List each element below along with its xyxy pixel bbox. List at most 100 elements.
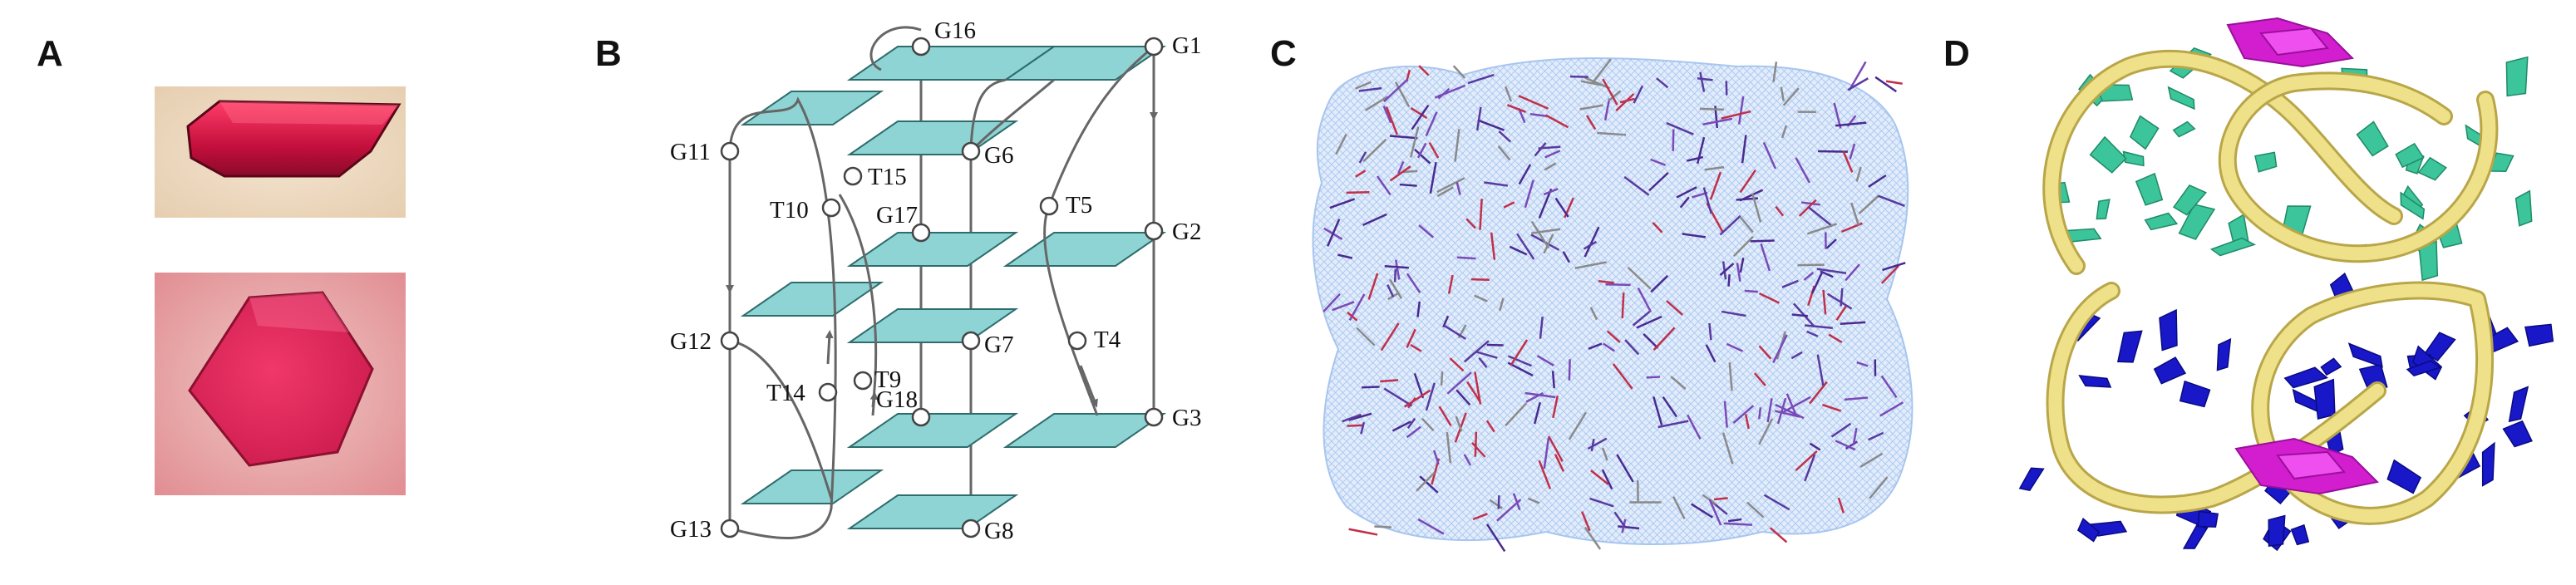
stick-bond xyxy=(1686,155,1704,162)
stick-bond xyxy=(1833,102,1842,129)
stick-bond xyxy=(1822,289,1827,315)
stick-bond xyxy=(1406,328,1416,348)
stick-bond xyxy=(1791,313,1808,317)
stick-bond xyxy=(1850,202,1860,226)
stick-bond xyxy=(1429,161,1437,194)
stick-bond xyxy=(1830,422,1852,438)
label-t5: T5 xyxy=(1066,192,1092,219)
base-block xyxy=(2406,360,2442,377)
stick-bond xyxy=(1436,177,1465,194)
stick-bond xyxy=(1463,454,1472,466)
base-block xyxy=(2178,204,2216,240)
node-g7 xyxy=(961,331,981,351)
stick-bond xyxy=(1417,518,1445,535)
stick-bond xyxy=(1524,179,1534,209)
base-block xyxy=(2254,151,2278,173)
base-block xyxy=(2514,189,2533,227)
stick-bond xyxy=(1719,214,1741,236)
stick-bond xyxy=(1383,387,1413,407)
stick-bond xyxy=(1806,223,1838,235)
stick-bond xyxy=(1355,81,1372,90)
stick-bond xyxy=(1782,87,1800,106)
stick-bond xyxy=(1619,97,1635,104)
stick-bond xyxy=(1399,183,1417,187)
stick-bond xyxy=(1518,95,1549,110)
stick-bond xyxy=(1497,495,1500,509)
stick-bond xyxy=(1440,371,1444,386)
stick-bond xyxy=(1512,493,1521,511)
base-block xyxy=(2167,86,2195,111)
stick-bond xyxy=(1389,165,1411,182)
base-block xyxy=(2283,366,2329,389)
stick-bond xyxy=(1826,292,1853,310)
bound-ligand-bottom xyxy=(2234,437,2380,495)
label-g12: G12 xyxy=(670,328,712,355)
stick-bond xyxy=(1364,96,1389,111)
node-t15 xyxy=(843,166,863,186)
stick-bond xyxy=(1601,447,1608,461)
stick-bond xyxy=(1455,415,1463,432)
stick-bond xyxy=(1633,85,1644,104)
label-t15: T15 xyxy=(868,164,907,190)
stick-bond xyxy=(1877,194,1905,207)
base-block xyxy=(2197,510,2219,528)
loop-g16 xyxy=(869,26,922,71)
loop-t5 xyxy=(1043,45,1155,416)
node-g17 xyxy=(911,223,931,243)
stick-bond xyxy=(1579,104,1603,111)
stick-bond xyxy=(1490,232,1496,260)
stick-bond xyxy=(1337,253,1353,259)
stick-bond xyxy=(1679,196,1690,209)
loop-t15-link xyxy=(969,78,1007,152)
stick-bond xyxy=(1856,361,1869,367)
stick-bond xyxy=(1882,262,1906,272)
stick-bond xyxy=(1485,420,1495,433)
base-block xyxy=(2347,342,2383,368)
stick-bond xyxy=(1544,150,1561,159)
node-t4 xyxy=(1067,331,1087,351)
stick-bond xyxy=(1795,450,1818,472)
stick-bond xyxy=(1590,469,1609,485)
label-g2: G2 xyxy=(1172,219,1201,245)
nucleotide-stick-models xyxy=(1322,58,1906,553)
stick-bond xyxy=(1727,274,1731,287)
stick-bond xyxy=(1585,115,1597,130)
stick-bond xyxy=(1374,525,1392,528)
stick-bond xyxy=(1662,396,1678,418)
stick-bond xyxy=(1322,292,1341,312)
stick-bond xyxy=(1393,268,1397,283)
stick-bond xyxy=(1551,371,1555,389)
stick-bond xyxy=(1503,201,1515,209)
stick-bond xyxy=(1648,171,1669,192)
stick-bond xyxy=(1391,420,1411,432)
node-g3 xyxy=(1144,407,1164,427)
stick-bond xyxy=(1362,386,1380,389)
stick-bond xyxy=(1598,280,1614,284)
stick-bond xyxy=(1362,213,1387,226)
stick-bond xyxy=(1809,442,1821,451)
stick-bond xyxy=(1403,389,1431,408)
stick-bond xyxy=(1505,86,1513,102)
base-block xyxy=(2159,308,2178,351)
stick-bond xyxy=(1455,389,1471,406)
stick-bond xyxy=(1447,274,1454,294)
stick-bond xyxy=(1723,401,1728,428)
stick-bond xyxy=(1601,469,1613,490)
stick-bond xyxy=(1800,201,1820,206)
plate-top-left xyxy=(740,91,884,125)
arrow-t9 xyxy=(869,391,879,416)
arrow-t4 xyxy=(1079,365,1098,408)
stick-bond xyxy=(1751,194,1762,223)
stick-bond xyxy=(1569,75,1588,78)
stick-bond xyxy=(1474,431,1478,457)
stick-bond xyxy=(1732,405,1755,425)
crystal-photo-hexagonal xyxy=(155,273,406,495)
stick-bond xyxy=(1590,58,1612,85)
stick-bond xyxy=(1416,142,1427,159)
node-t5 xyxy=(1039,196,1059,216)
stick-bond xyxy=(1849,143,1856,160)
node-g1 xyxy=(1144,37,1164,57)
stick-bond xyxy=(1525,391,1544,403)
stick-bond xyxy=(1879,401,1904,417)
stick-bond xyxy=(1397,161,1405,175)
